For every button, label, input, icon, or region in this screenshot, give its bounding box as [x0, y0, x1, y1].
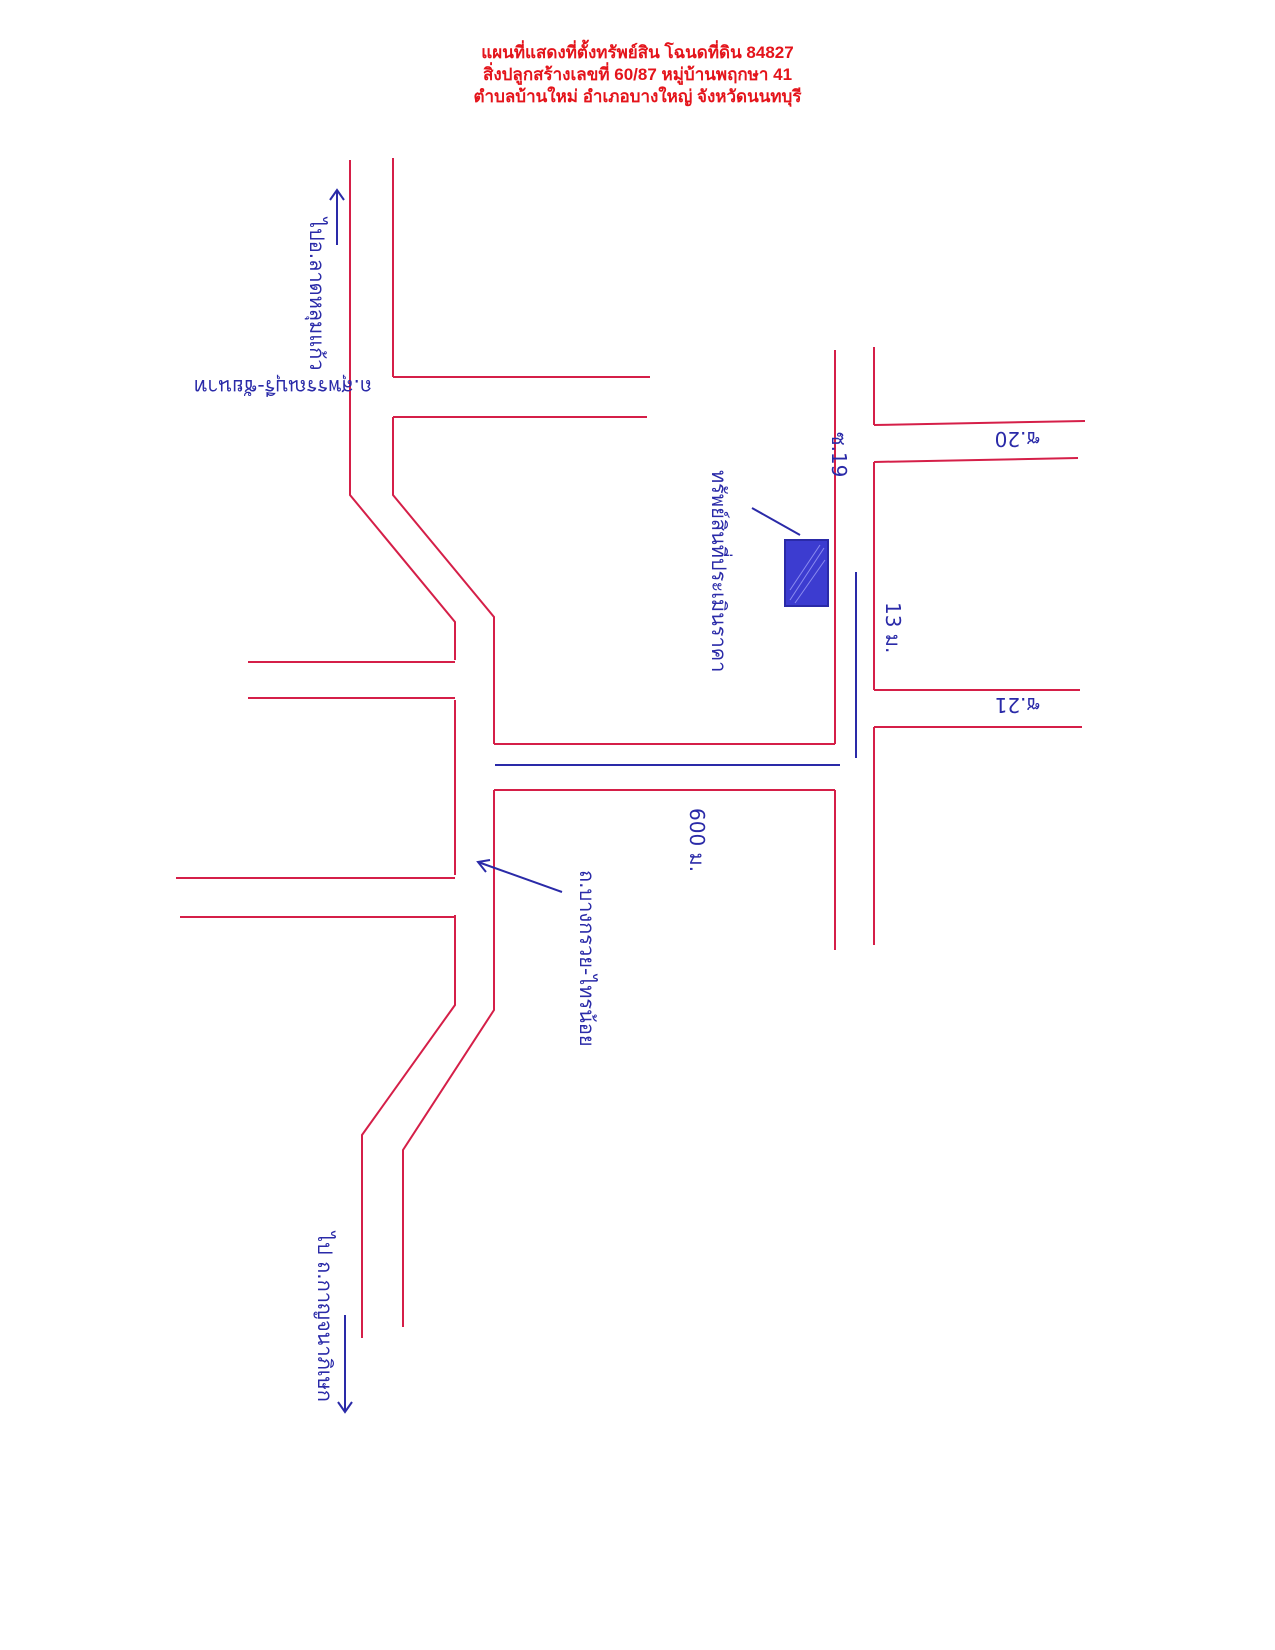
label-road-top: ถ.สุพรรณบุรี-ชัยนาท [194, 374, 372, 399]
title-line-2: สิ่งปลูกสร้างเลขที่ 60/87 หมู่บ้านพฤกษา … [482, 65, 793, 84]
main-road-right-edge-lower [402, 790, 495, 1327]
map-title-block: แผนที่แสดงที่ตั้งทรัพย์สิน โฉนดที่ดิน 84… [0, 42, 1275, 108]
main-road-right-edge [392, 417, 495, 744]
soi-20-top [873, 420, 1086, 426]
label-soi-20: ซ.20 [995, 427, 1040, 451]
property-marker [784, 539, 829, 607]
main-road-left-edge-lower [361, 915, 456, 1338]
arrow-up-head [329, 188, 345, 201]
label-soi-19: ซ.19 [827, 432, 851, 477]
label-soi-21: ซ.21 [995, 693, 1040, 717]
label-dist-600: 600 ม. [685, 808, 709, 872]
property-pointer-arrow [751, 507, 801, 536]
soi-20-bottom [873, 457, 1079, 463]
label-road-mid: ถ.บางกรวย-ไทรน้อย [575, 870, 599, 1047]
main-road-pointer-arrow [477, 861, 563, 893]
label-dist-13: 13 ม. [881, 602, 905, 653]
title-line-1: แผนที่แสดงที่ตั้งทรัพย์สิน โฉนดที่ดิน 84… [481, 43, 794, 62]
title-line-3: ตำบลบ้านใหม่ อำเภอบางใหญ่ จังหวัดนนทบุรี [473, 87, 802, 106]
label-to-bottom: ไป ถ.กาญจนาภิเษก [313, 1230, 337, 1402]
main-road-left-edge [349, 160, 456, 660]
arrow-down-head [337, 1401, 353, 1414]
label-to-top: ไปอ.ลาดหลุมแก้ว [304, 216, 329, 370]
main-road-pointer-arrowhead [476, 859, 491, 873]
label-property: ทรัพย์สินที่ประเมินราคา [707, 470, 733, 672]
